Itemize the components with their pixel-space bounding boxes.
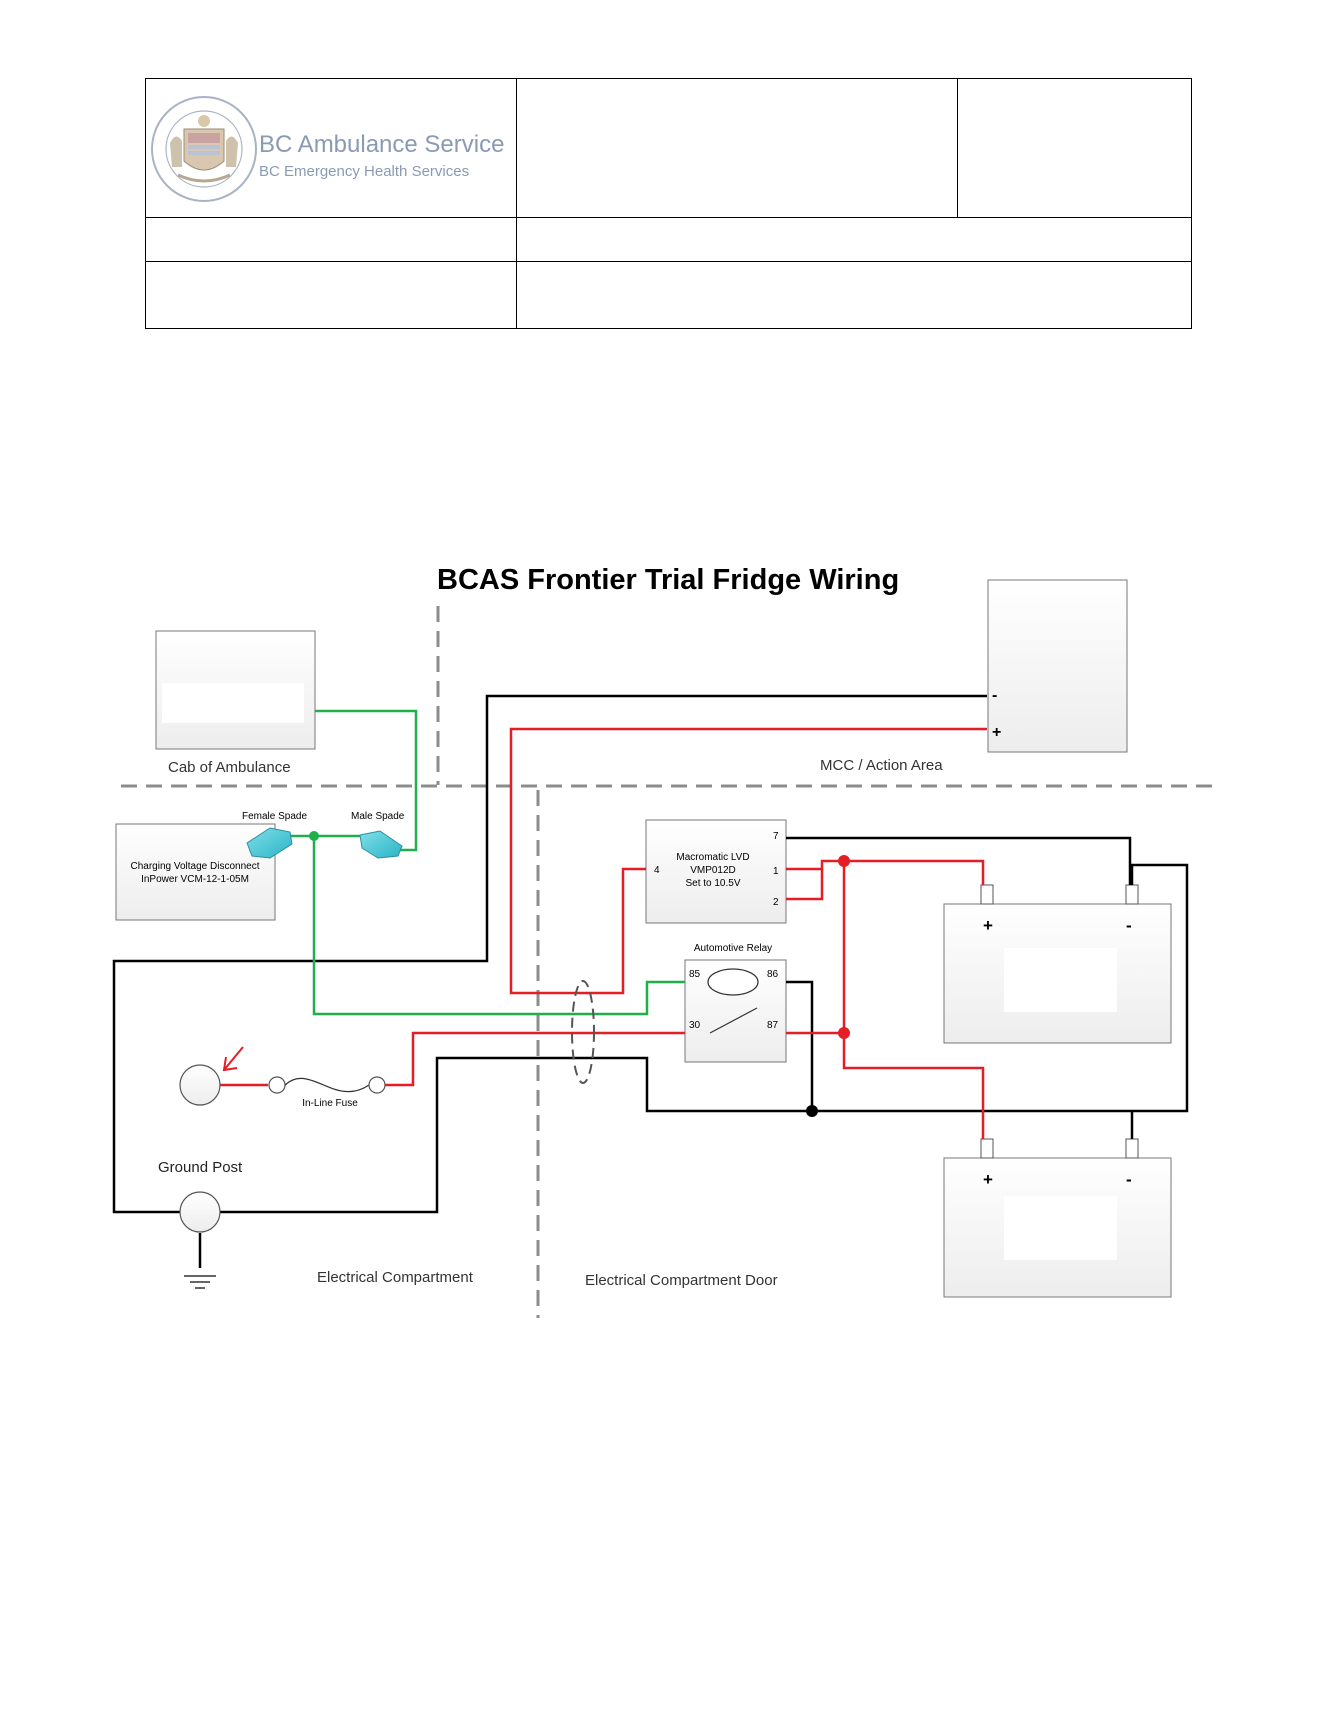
pointer-arrow-icon xyxy=(222,1046,244,1072)
positive-post-icon xyxy=(179,1064,221,1106)
header-doc-number-cell xyxy=(958,79,1191,218)
header-title-cell xyxy=(517,79,958,218)
logo-title: BC Ambulance Service xyxy=(259,131,505,158)
battery-2-positive-terminal xyxy=(980,1138,994,1159)
battery-2-negative-terminal xyxy=(1125,1138,1139,1159)
ground-post-icon xyxy=(179,1191,221,1233)
fridge-plus: + xyxy=(992,724,1001,741)
fridge-box xyxy=(987,579,1128,753)
disconnect-label-line2: InPower VCM-12-1-05M xyxy=(141,874,249,885)
battery-1-positive-terminal xyxy=(980,884,994,905)
lvd-label-line3: Set to 10.5V xyxy=(685,878,740,889)
inline-fuse-label: In-Line Fuse xyxy=(302,1098,358,1109)
battery-2-plus: + xyxy=(983,1170,993,1189)
battery-1-minus: - xyxy=(1126,916,1132,935)
lvd-box xyxy=(645,819,787,924)
zone-label-cab: Cab of Ambulance xyxy=(168,759,291,776)
battery-1-plus: + xyxy=(983,916,993,935)
junction-red-top xyxy=(838,855,850,867)
diagram-title: BCAS Frontier Trial Fridge Wiring xyxy=(437,564,899,596)
zone-label-compartment: Electrical Compartment xyxy=(317,1269,474,1286)
signal-wires xyxy=(291,709,685,1016)
relay-title: Automotive Relay xyxy=(694,943,772,954)
female-spade-icon xyxy=(246,827,293,859)
header-row2-right xyxy=(517,218,1191,262)
header-logo-cell: BC Ambulance Service BC Emergency Health… xyxy=(146,79,517,218)
logo-subtitle: BC Emergency Health Services xyxy=(259,163,470,180)
junction-green xyxy=(309,831,319,841)
male-spade-label: Male Spade xyxy=(351,811,405,822)
fridge-minus: - xyxy=(992,687,997,704)
zone-label-door: Electrical Compartment Door xyxy=(585,1272,778,1289)
header-row3-left xyxy=(146,262,517,328)
relay-pin-30: 30 xyxy=(689,1020,701,1031)
cab-component-inner xyxy=(162,683,304,723)
lvd-label-line1: Macromatic LVD xyxy=(676,852,749,863)
battery-2-label-area xyxy=(1004,1196,1117,1260)
negative-wires xyxy=(112,694,1189,1268)
male-spade-icon xyxy=(359,830,403,859)
ground-symbol-icon xyxy=(184,1275,216,1289)
relay-pin-85: 85 xyxy=(689,969,701,980)
inline-fuse-icon xyxy=(268,1076,386,1094)
lvd-pin-7: 7 xyxy=(773,831,779,842)
cable-bundle xyxy=(571,980,595,1084)
document-header-table: BC Ambulance Service BC Emergency Health… xyxy=(145,78,1192,329)
lvd-pin-1: 1 xyxy=(773,866,779,877)
lvd-label-line2: VMP012D xyxy=(690,865,736,876)
zone-label-mcc: MCC / Action Area xyxy=(820,757,943,774)
junction-black xyxy=(806,1105,818,1117)
lvd-pin-2: 2 xyxy=(773,897,779,908)
ground-post-label: Ground Post xyxy=(158,1159,243,1176)
battery-1-label-area xyxy=(1004,948,1117,1012)
battery-2-minus: - xyxy=(1126,1170,1132,1189)
lvd-pin-4: 4 xyxy=(654,865,660,876)
relay-coil-icon xyxy=(707,968,759,996)
bc-ambulance-logo: BC Ambulance Service BC Emergency Health… xyxy=(148,83,516,215)
junction-red-mid xyxy=(838,1027,850,1039)
disconnect-label-line1: Charging Voltage Disconnect xyxy=(131,861,260,872)
battery-1-negative-terminal xyxy=(1125,884,1139,905)
charging-disconnect-box xyxy=(115,823,276,921)
relay-switch-icon xyxy=(709,1007,758,1034)
relay-pin-87: 87 xyxy=(767,1020,779,1031)
positive-wires xyxy=(220,727,987,1139)
header-row2-left xyxy=(146,218,517,262)
relay-pin-86: 86 xyxy=(767,969,779,980)
provincial-seal-icon xyxy=(151,96,257,202)
female-spade-label: Female Spade xyxy=(242,811,307,822)
